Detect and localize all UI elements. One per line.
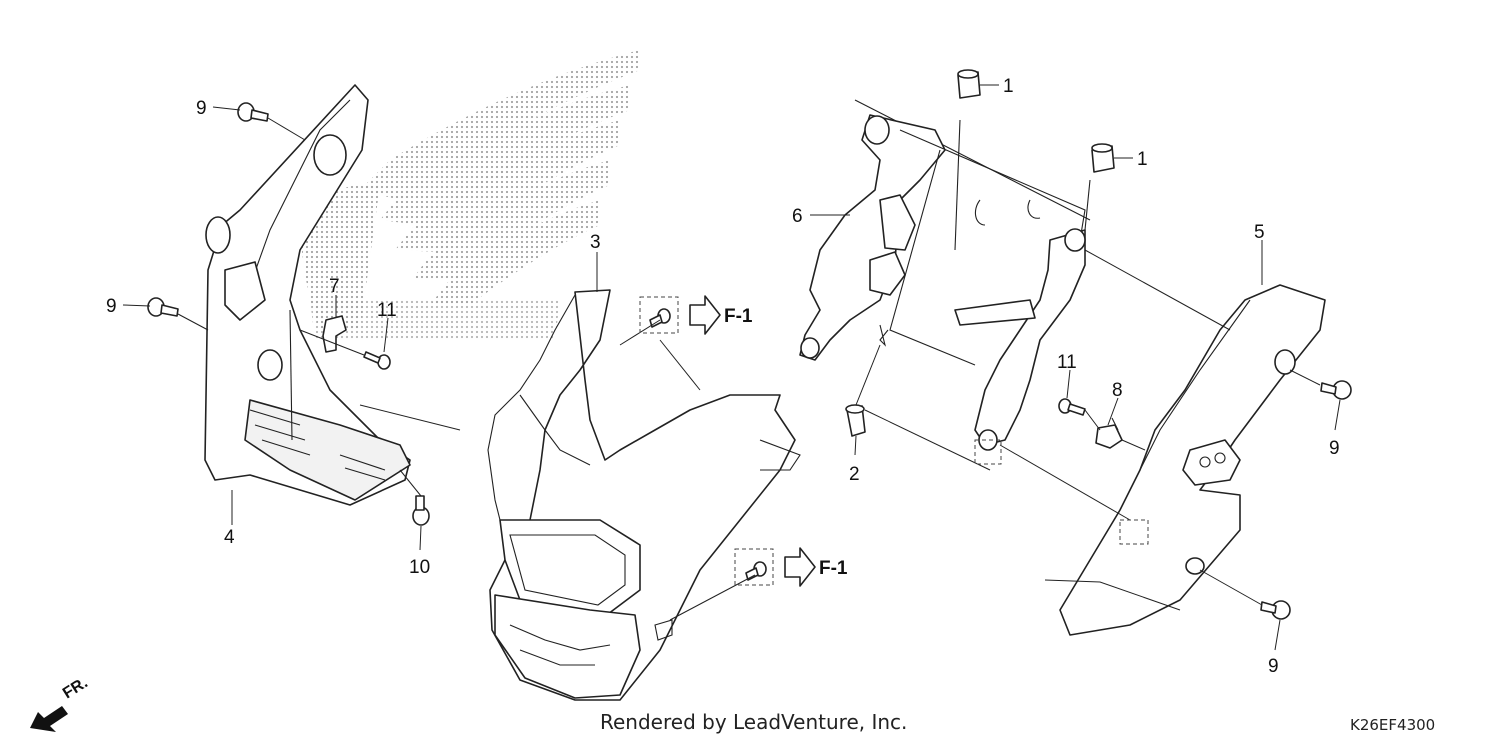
callout-6[interactable]: 6 xyxy=(792,206,803,227)
diagram-code: K26EF4300 xyxy=(1350,716,1436,734)
reference-label-top[interactable]: F-1 xyxy=(724,306,753,327)
bolt-ref-top xyxy=(649,308,671,328)
bolt-part-9-right-lower xyxy=(1260,600,1291,620)
callout-1-upper[interactable]: 1 xyxy=(1003,76,1014,97)
callout-11-right[interactable]: 11 xyxy=(1057,352,1077,373)
clip-part-8 xyxy=(1095,417,1123,449)
screw-part-10 xyxy=(412,495,430,526)
reference-label-bottom[interactable]: F-1 xyxy=(819,558,848,579)
callout-3[interactable]: 3 xyxy=(590,232,601,253)
callout-9-top-left[interactable]: 9 xyxy=(196,98,207,119)
callout-1-right[interactable]: 1 xyxy=(1137,149,1148,170)
bolt-part-9-top-left xyxy=(237,102,269,122)
screw-part-11-right xyxy=(1058,398,1086,416)
callout-4[interactable]: 4 xyxy=(224,527,235,548)
collar-part-1-upper xyxy=(957,69,981,99)
leader-lines xyxy=(122,84,1341,651)
brand-wing-watermark xyxy=(300,50,640,340)
callout-2[interactable]: 2 xyxy=(849,464,860,485)
right-side-cover-part-5 xyxy=(1059,284,1326,636)
headlight-stay-part-6 xyxy=(799,99,1091,451)
callout-5[interactable]: 5 xyxy=(1254,222,1265,243)
grommet-part-2 xyxy=(845,324,889,437)
render-credit: Rendered by LeadVenture, Inc. xyxy=(600,710,908,734)
callout-9-right-upper[interactable]: 9 xyxy=(1329,438,1340,459)
bolt-ref-bottom xyxy=(745,561,767,581)
reference-marker-top xyxy=(639,295,721,335)
callout-8[interactable]: 8 xyxy=(1112,380,1123,401)
callout-9-right-lower[interactable]: 9 xyxy=(1268,656,1279,677)
front-direction-arrow-icon xyxy=(30,706,68,732)
screw-part-11-left xyxy=(363,351,391,370)
front-cowl-part-3 xyxy=(487,289,801,701)
callout-7[interactable]: 7 xyxy=(329,276,340,297)
callout-10[interactable]: 10 xyxy=(409,557,430,578)
callout-11-left[interactable]: 11 xyxy=(377,300,397,321)
bolt-part-9-right-upper xyxy=(1320,380,1352,400)
reference-marker-bottom xyxy=(734,547,816,587)
bolt-part-9-mid-left xyxy=(147,297,179,317)
collar-part-1-right xyxy=(1091,143,1115,173)
left-side-cover-part-4 xyxy=(204,84,411,506)
callout-9-mid-left[interactable]: 9 xyxy=(106,296,117,317)
